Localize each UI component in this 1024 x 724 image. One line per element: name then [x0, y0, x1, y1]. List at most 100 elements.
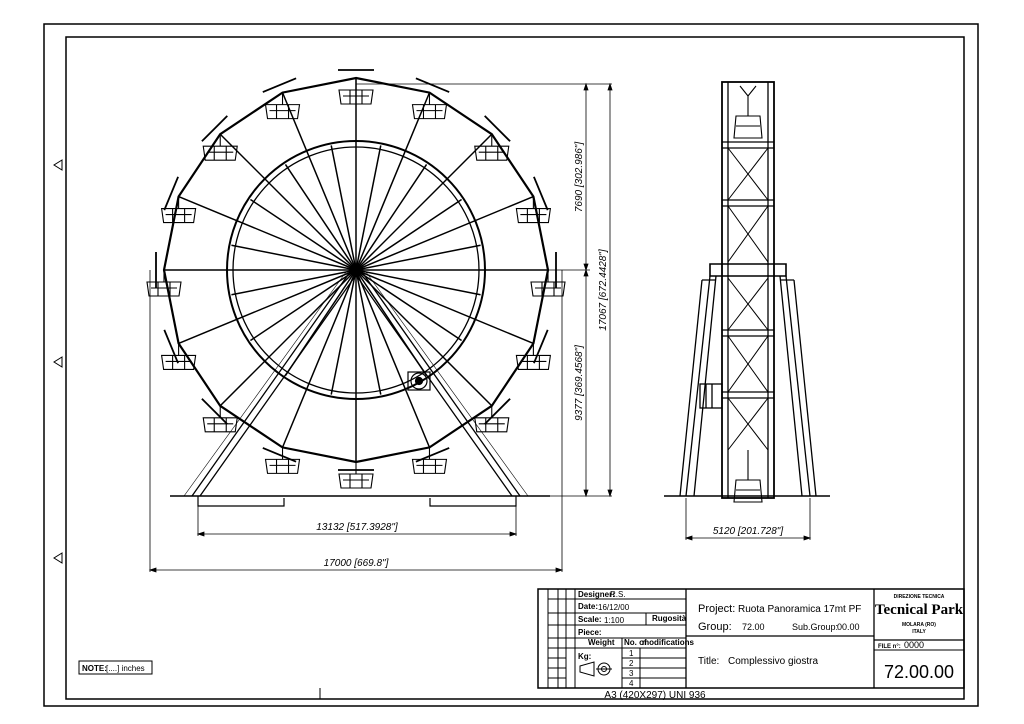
dim-front-base: 13132 [517.3928"]	[316, 522, 398, 533]
dim-lower-height: 9377 [369.4568"]	[574, 345, 585, 421]
spoke-inner	[355, 244, 481, 271]
gondola-cabin	[338, 473, 374, 489]
gondola-cabin	[474, 417, 510, 433]
gondola-arm	[415, 77, 450, 93]
spoke-inner	[249, 198, 357, 271]
mod-label: modifications	[642, 638, 695, 647]
company-top: DIREZIONE TECNICA	[894, 594, 945, 600]
front-support-legs	[183, 271, 529, 497]
drawing-number: 72.00.00	[884, 662, 954, 682]
piece-label: Piece:	[578, 628, 602, 637]
gondola-cabin	[515, 354, 552, 371]
side-dimension-line	[684, 498, 812, 541]
spoke-inner	[355, 269, 463, 342]
gondola-cabin	[264, 104, 301, 120]
gondola-cabin	[515, 207, 552, 224]
gondola-arm	[262, 77, 297, 93]
mod-row-1: 1	[629, 649, 634, 658]
scale-label: Scale:	[578, 615, 602, 624]
wheel-spokes	[164, 78, 548, 462]
project-label: Project:	[698, 603, 735, 615]
spoke-inner	[231, 269, 357, 296]
spoke-inner	[284, 163, 357, 271]
group-value: 72.00	[742, 622, 765, 632]
side-view	[664, 81, 830, 503]
gondola-arm	[163, 176, 179, 211]
spoke-inner	[355, 269, 382, 395]
drive-motor	[407, 371, 431, 391]
gondola-cabin	[146, 281, 182, 297]
spoke	[219, 133, 357, 271]
gondola-cabin	[202, 417, 238, 433]
spoke-inner	[330, 145, 357, 271]
spoke-inner	[249, 269, 357, 342]
gondola-arm	[484, 398, 511, 425]
dim-total-height: 17067 [672.4428"]	[598, 249, 609, 331]
title-value: Complessivo giostra	[728, 656, 818, 667]
outer-border	[43, 23, 979, 707]
spoke-inner	[355, 198, 463, 271]
spoke-inner	[355, 145, 382, 271]
designer-value: R.S.	[610, 590, 626, 599]
subgroup-value: 00.00	[837, 622, 860, 632]
mod-row-2: 2	[629, 659, 634, 668]
file-value: 0000	[904, 640, 924, 650]
company-city: MOLARA (RO)	[902, 622, 936, 628]
spoke-inner	[330, 269, 357, 395]
weight-label: Weight	[588, 638, 615, 647]
side-bottom-gondola	[733, 450, 763, 503]
designer-label: Designer:	[578, 590, 615, 599]
mod-row-3: 3	[629, 669, 634, 678]
spoke	[355, 269, 493, 407]
spoke	[281, 92, 357, 271]
file-label: FILE n°:	[878, 644, 901, 650]
subgroup-label: Sub.Group:	[792, 622, 838, 632]
mod-row-4: 4	[629, 679, 634, 688]
group-label: Group:	[698, 621, 732, 633]
project-value: Ruota Panoramica 17mt PF	[738, 604, 861, 615]
date-value: 16/12/00	[598, 603, 630, 612]
spoke	[219, 269, 357, 407]
company-name: Tecnical Park	[875, 602, 964, 618]
spoke	[355, 269, 431, 448]
gondola-arm	[533, 176, 549, 211]
gondola-cabin	[530, 281, 566, 297]
date-label: Date:	[578, 602, 598, 611]
inner-frame	[65, 36, 965, 700]
gondola-cabin	[160, 207, 197, 224]
company-country: ITALY	[912, 629, 926, 635]
note-value: [....] inches	[106, 664, 145, 673]
margin-markers	[53, 159, 63, 564]
spoke-inner	[355, 269, 481, 296]
front-view-ferris-wheel	[146, 69, 566, 507]
title-label: Title:	[698, 656, 719, 667]
gondola-arm	[201, 398, 228, 425]
gondola-arm	[163, 329, 179, 364]
dim-side-base: 5120 [201.728"]	[713, 526, 784, 537]
rugosita-label: Rugosità	[652, 614, 687, 623]
note-label: NOTE:	[82, 664, 107, 673]
note-box: NOTE: [....] inches	[78, 660, 153, 675]
kg-label: Kg:	[578, 652, 591, 661]
front-dimension-lines	[148, 82, 613, 573]
spoke	[355, 195, 534, 271]
dim-upper-height: 7690 [302.986"]	[574, 142, 585, 213]
spoke	[355, 133, 493, 271]
title-block	[537, 588, 965, 689]
gondola-arm	[484, 115, 511, 142]
gondola-arm	[533, 329, 549, 364]
gondola-arm	[201, 115, 228, 142]
spoke	[355, 269, 534, 345]
spoke-inner	[355, 163, 428, 271]
spoke	[281, 269, 357, 448]
sheet-format: A3 (420X297) UNI 936	[604, 690, 706, 701]
dim-front-width: 17000 [669.8"]	[324, 558, 389, 569]
gondola-cabin	[411, 104, 448, 120]
spoke	[355, 92, 431, 271]
gondola-cabin	[160, 354, 197, 371]
spoke	[178, 269, 357, 345]
spoke-inner	[231, 244, 357, 271]
spoke	[178, 195, 357, 271]
mod-no-label: No. of	[624, 638, 647, 647]
